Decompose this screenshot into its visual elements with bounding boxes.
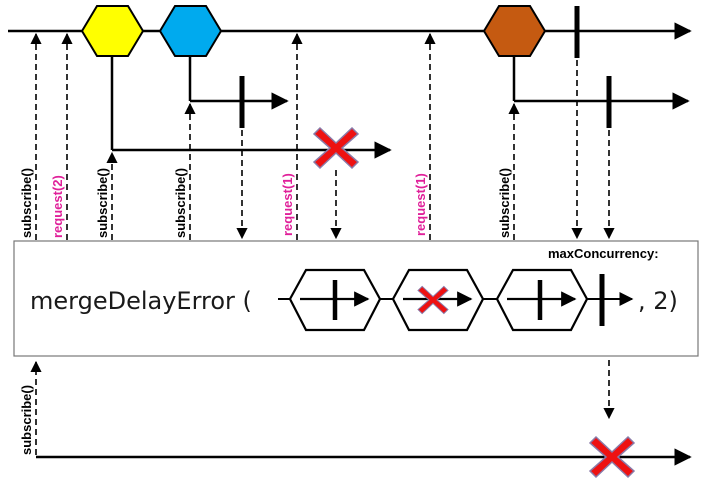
max-concurrency-label: maxConcurrency: <box>548 246 659 261</box>
upstream-signal-arrows <box>30 32 520 455</box>
subscribe-label: subscribe() <box>173 168 188 238</box>
error-x-icon <box>313 127 359 169</box>
yellow-hexagon-marble <box>80 5 145 57</box>
inner-source-hexagon-complete <box>288 268 382 332</box>
subscribe-label: subscribe() <box>95 168 110 238</box>
operator-box: maxConcurrency: mergeDelayError ( , 2) <box>13 240 699 357</box>
brown-hexagon-marble <box>482 5 547 57</box>
operator-name: mergeDelayError ( <box>30 287 252 315</box>
request-2-label: request(2) <box>50 175 65 238</box>
inner-source-3-timeline <box>512 31 690 128</box>
downstream-signal-arrows <box>236 60 615 420</box>
subscribe-label: subscribe() <box>19 385 34 455</box>
blue-hexagon-marble <box>158 5 223 57</box>
subscribe-label: subscribe() <box>19 168 34 238</box>
inner-source-hexagon-complete <box>495 268 589 332</box>
request-1-label: request(1) <box>280 173 295 236</box>
operator-tail: , 2) <box>638 287 678 315</box>
subscribe-label: subscribe() <box>497 168 512 238</box>
inner-source-hexagon-error <box>391 268 485 332</box>
request-1-label: request(1) <box>413 173 428 236</box>
